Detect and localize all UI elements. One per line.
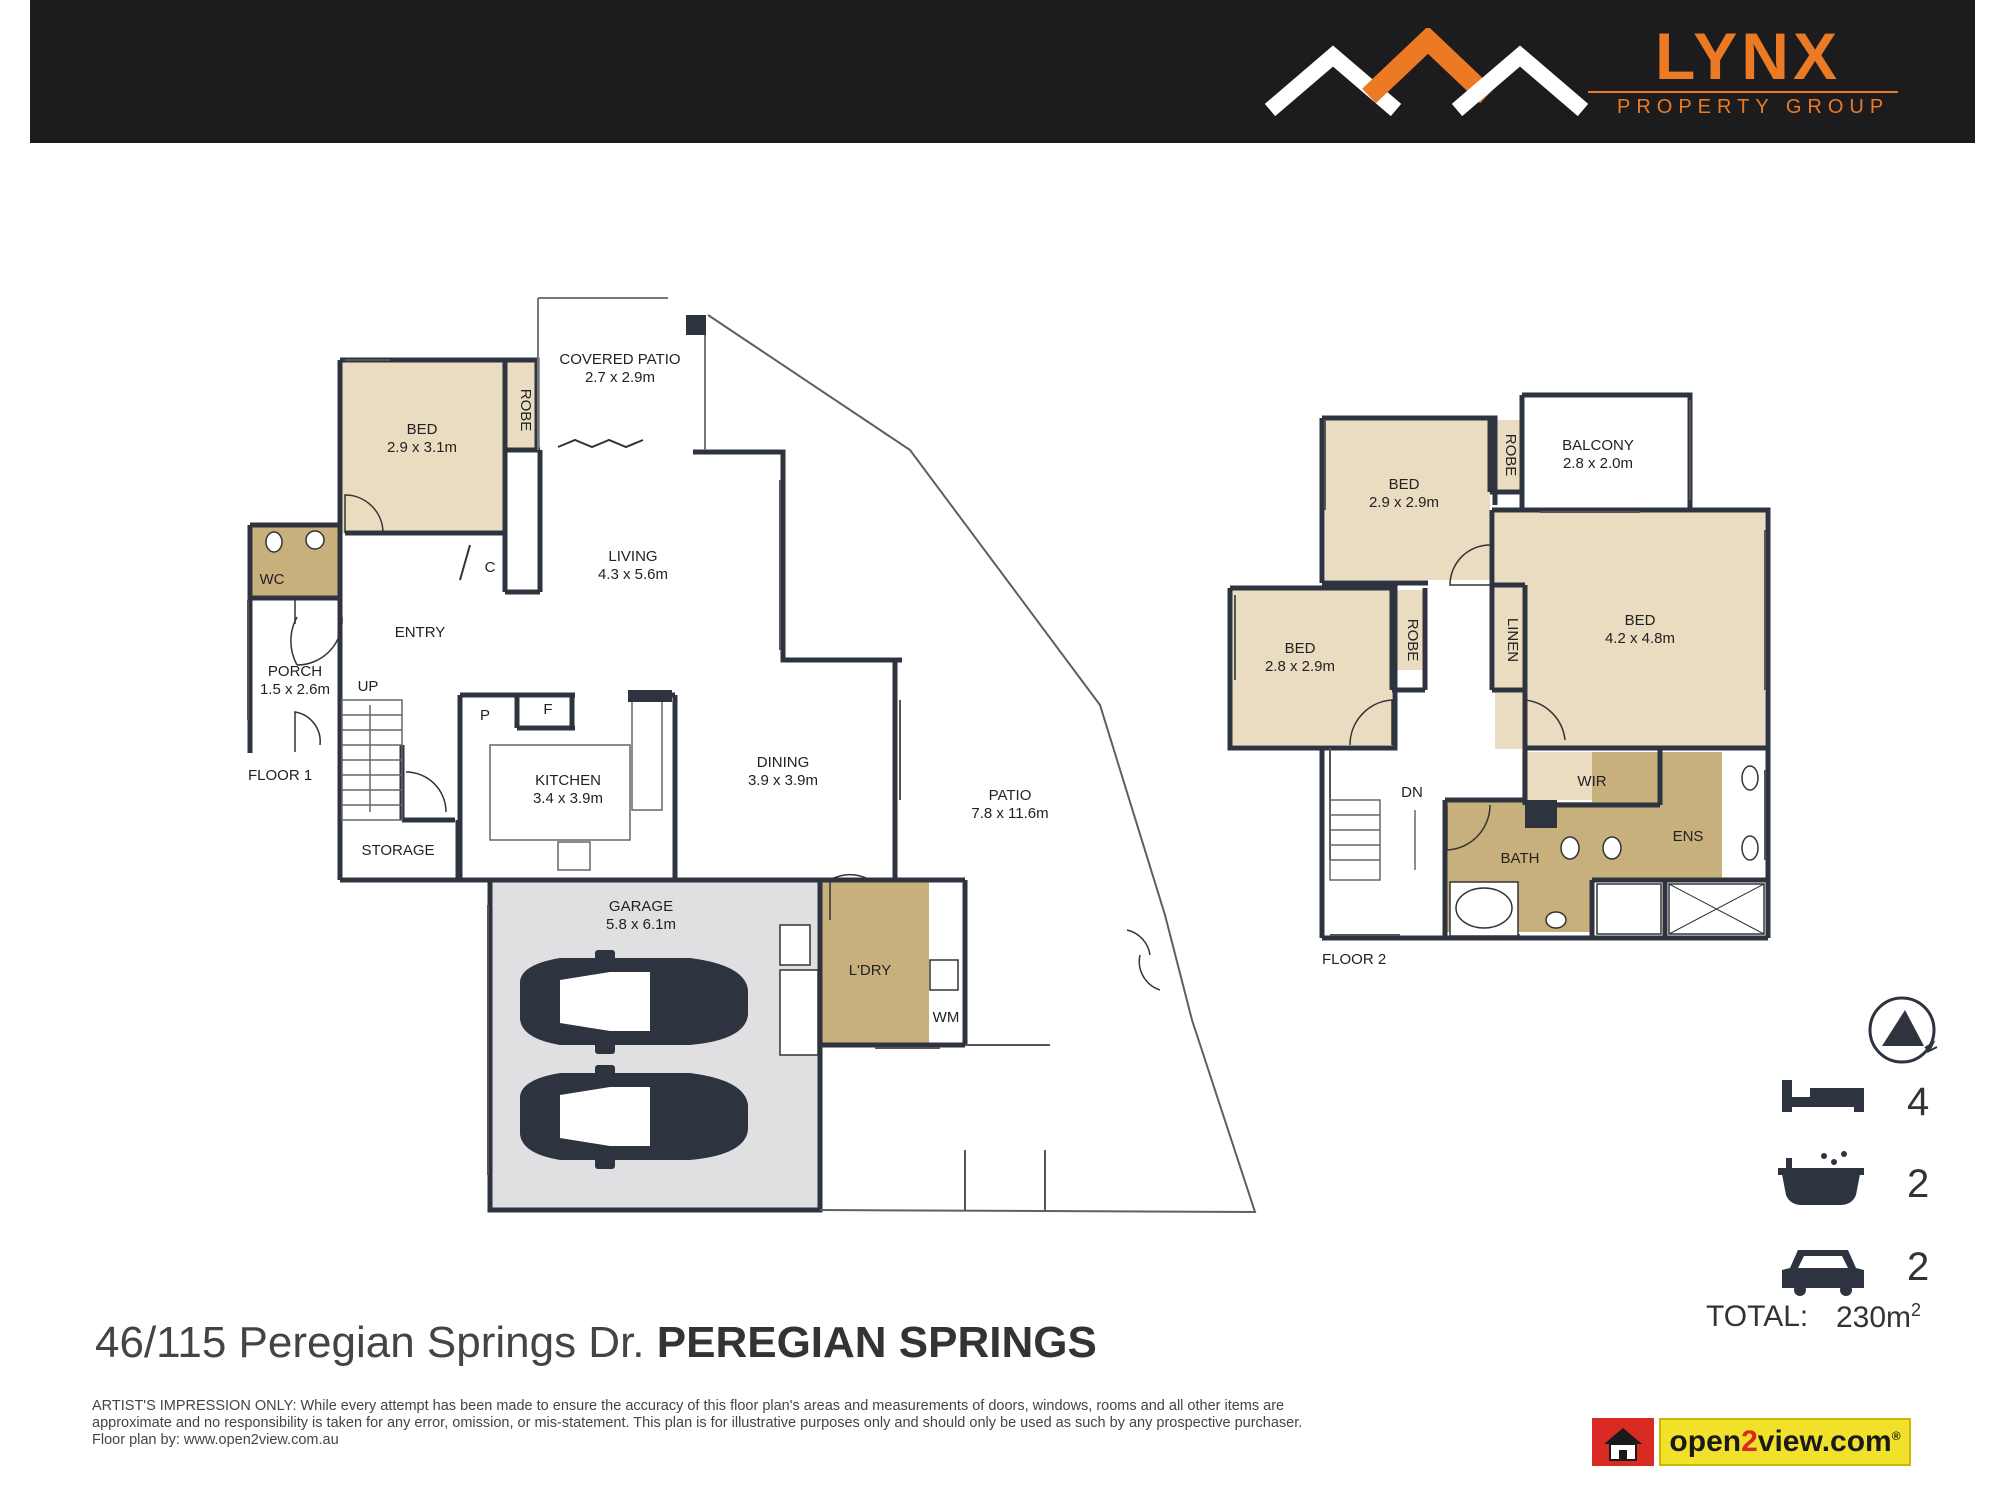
robe-b-label: ROBE <box>1404 619 1421 662</box>
car-icon <box>519 950 748 1054</box>
bed-master-size: 4.2 x 4.8m <box>1605 630 1675 647</box>
property-address: 46/115 Peregian Springs Dr. PEREGIAN SPR… <box>95 1318 1097 1368</box>
total-area-value: 230m2 <box>1836 1300 1921 1335</box>
laundry-tub <box>779 969 819 1056</box>
closet-label: C <box>485 559 496 576</box>
bath-label: BATH <box>1501 850 1540 867</box>
garage-size: 5.8 x 6.1m <box>606 916 676 933</box>
shower-1 <box>1596 883 1662 935</box>
toilet-bath <box>1560 836 1580 860</box>
pantry-label: P <box>480 707 490 724</box>
bed-floor1-fill <box>340 360 505 533</box>
bed-master-fill <box>1495 512 1765 749</box>
bed-b-fill <box>1232 590 1392 745</box>
dining-size: 3.9 x 3.9m <box>748 772 818 789</box>
kitchen-size: 3.4 x 3.9m <box>533 790 603 807</box>
dn-label: DN <box>1401 784 1423 801</box>
laundry-tile <box>822 880 929 1045</box>
roof-logo-icon <box>1265 28 1589 117</box>
porch-label: PORCH <box>268 663 322 680</box>
laundry-sink <box>929 959 959 991</box>
floor2-label: FLOOR 2 <box>1322 951 1386 968</box>
car-space-count: 2 <box>1907 1245 1930 1289</box>
open2view-two: 2 <box>1741 1425 1758 1458</box>
patio-size: 7.8 x 11.6m <box>971 805 1048 822</box>
dining-label: DINING <box>757 754 810 771</box>
entry-label: ENTRY <box>395 624 446 641</box>
basin-ens-2 <box>1741 835 1759 861</box>
laundry-cabinet <box>779 924 811 966</box>
open2view-logo: open2view.com® <box>1659 1418 1911 1466</box>
total-area-label: TOTAL: <box>1706 1300 1809 1333</box>
basin-wc <box>305 530 325 550</box>
disclaimer-line: approximate and no responsibility is tak… <box>92 1415 1303 1431</box>
bed-b-label: BED <box>1285 640 1316 657</box>
disclaimer-line: ARTIST'S IMPRESSION ONLY: While every at… <box>92 1398 1285 1414</box>
basin-bath <box>1545 911 1567 929</box>
wir-label: WIR <box>1577 773 1606 790</box>
wc-tile <box>250 525 342 597</box>
porch-size: 1.5 x 2.6m <box>260 681 330 698</box>
covered-patio-label: COVERED PATIO <box>559 351 680 368</box>
car-icon <box>519 1065 748 1169</box>
up-label: UP <box>358 678 379 695</box>
toilet-ens <box>1602 836 1622 860</box>
bed-floor1-label: BED <box>407 421 438 438</box>
linen-label: LINEN <box>1504 618 1521 662</box>
patio-post <box>686 315 706 335</box>
total-area-exponent: 2 <box>1911 1300 1922 1320</box>
balcony-label: BALCONY <box>1562 437 1634 454</box>
toilet-wc <box>265 531 283 553</box>
bifold-door <box>557 438 644 449</box>
bed-icon <box>1782 1080 1864 1112</box>
address-street: 46/115 Peregian Springs Dr. <box>95 1318 645 1367</box>
duct-block <box>1525 800 1557 828</box>
covered-patio-size: 2.7 x 2.9m <box>585 369 655 386</box>
disclaimer-line: Floor plan by: www.open2view.com.au <box>92 1432 339 1448</box>
brand-name: LYNX <box>1655 19 1841 93</box>
header-bar <box>30 0 1975 143</box>
patio-outline <box>707 314 1257 1214</box>
wc-label: WC <box>260 571 285 588</box>
laundry-label: L'DRY <box>849 962 892 979</box>
wm-label: WM <box>933 1009 960 1026</box>
compass-icon <box>1868 996 1938 1064</box>
robe-a-label: ROBE <box>1502 434 1519 477</box>
bedroom-count: 4 <box>1907 1080 1930 1124</box>
balcony-size: 2.8 x 2.0m <box>1563 455 1633 472</box>
robe-floor1-fill <box>505 360 537 450</box>
bed-a-label: BED <box>1389 476 1420 493</box>
bed-a-size: 2.9 x 2.9m <box>1369 494 1439 511</box>
brand-divider <box>1588 91 1898 93</box>
bed-a-fill <box>1325 420 1490 580</box>
bath-icon <box>1778 1151 1864 1205</box>
kitchen-label: KITCHEN <box>535 772 601 789</box>
floor1-label: FLOOR 1 <box>248 767 312 784</box>
open2view-reg: ® <box>1891 1429 1901 1443</box>
disclaimer: ARTIST'S IMPRESSION ONLY: While every at… <box>92 1398 1542 1449</box>
basin-ens-1 <box>1741 765 1759 791</box>
fridge-block <box>628 690 672 702</box>
living-label: LIVING <box>608 548 657 565</box>
house-badge-icon <box>1592 1418 1654 1466</box>
bathroom-count: 2 <box>1907 1162 1930 1206</box>
storage-label: STORAGE <box>361 842 434 859</box>
address-suburb: PEREGIAN SPRINGS <box>656 1318 1097 1367</box>
open2view-view: view.com <box>1757 1425 1892 1458</box>
bed-b-size: 2.8 x 2.9m <box>1265 658 1335 675</box>
open2view-open: open <box>1669 1425 1742 1458</box>
living-size: 4.3 x 5.6m <box>598 566 668 583</box>
patio-label: PATIO <box>989 787 1032 804</box>
car-icon <box>1782 1250 1864 1296</box>
fridge-label: F <box>543 701 552 718</box>
robe-floor1-label: ROBE <box>517 389 534 432</box>
bed-master-label: BED <box>1625 612 1656 629</box>
garage-label: GARAGE <box>609 898 673 915</box>
bed-floor1-size: 2.9 x 3.1m <box>387 439 457 456</box>
open2view-wordmark: open2view.com® <box>1661 1425 1909 1459</box>
total-area-number: 230m <box>1836 1301 1912 1334</box>
ens-label: ENS <box>1673 828 1704 845</box>
brand-tagline: PROPERTY GROUP <box>1617 96 1890 118</box>
